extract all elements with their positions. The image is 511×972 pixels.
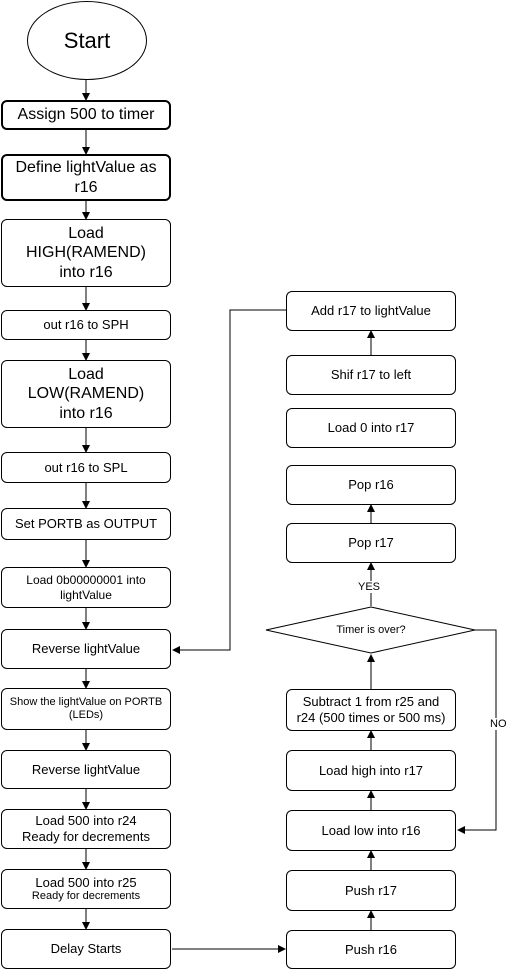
assign-timer-box: Assign 500 to timer — [1, 100, 171, 130]
load-r25-line1: Load 500 into r25 — [35, 874, 137, 890]
subtract-line2: r24 (500 times or 500 ms) — [296, 710, 446, 725]
load-low-r16-box: Load low into r16 — [286, 810, 456, 851]
load-binary-line2: lightValue — [60, 587, 112, 602]
pop-r16-box: Pop r16 — [286, 465, 456, 505]
assign-timer-label: Assign 500 to timer — [17, 106, 155, 124]
load-r24-line2: Ready for decrements — [22, 829, 150, 844]
load-r24-box: Load 500 into r24 Ready for decrements — [1, 809, 171, 849]
shift-r17-box: Shif r17 to left — [286, 355, 456, 395]
load-zero-box: Load 0 into r17 — [286, 408, 456, 448]
arrow-add-to-reverse — [172, 309, 286, 654]
load-r25-line2: Ready for decrements — [31, 890, 141, 903]
out-spl-box: out r16 to SPL — [1, 452, 171, 483]
define-lightvalue-line2: r16 — [74, 178, 98, 196]
show-lightvalue-box: Show the lightValue on PORTB (LEDs) — [1, 688, 171, 730]
shift-r17-label: Shif r17 to left — [330, 367, 412, 383]
define-lightvalue-line1: Define lightValue as — [15, 159, 157, 177]
push-r16-box: Push r16 — [286, 930, 456, 969]
reverse-lightvalue-label-2: Reverse lightValue — [31, 761, 141, 777]
load-zero-label: Load 0 into r17 — [327, 420, 415, 436]
delay-starts-box: Delay Starts — [1, 929, 171, 969]
out-spl-label: out r16 to SPL — [44, 459, 128, 475]
subtract-line1: Subtract 1 from r25 and — [302, 694, 440, 710]
subtract-box: Subtract 1 from r25 and r24 (500 times o… — [286, 689, 456, 731]
pop-r17-box: Pop r17 — [286, 523, 456, 563]
load-binary-box: Load 0b00000001 into lightValue — [1, 567, 171, 608]
load-high-r17-label: Load high into r17 — [318, 762, 424, 778]
decision-diamond — [265, 606, 476, 654]
load-high-r17-box: Load high into r17 — [286, 750, 456, 791]
yes-label: YES — [356, 581, 383, 594]
push-r17-label: Push r17 — [344, 882, 398, 898]
set-portb-box: Set PORTB as OUTPUT — [1, 508, 171, 540]
show-lightvalue-line2: (LEDs) — [68, 709, 104, 721]
load-low-line3: into r16 — [59, 404, 113, 422]
load-low-line2: LOW(RAMEND) — [27, 385, 145, 403]
load-low-line1: Load — [68, 366, 104, 384]
load-high-ramend-box: Load HIGH(RAMEND) into r16 — [1, 219, 171, 287]
set-portb-label: Set PORTB as OUTPUT — [14, 516, 158, 532]
add-r17-box: Add r17 to lightValue — [286, 291, 456, 331]
load-r24-line1: Load 500 into r24 — [35, 813, 137, 829]
load-low-r16-label: Load low into r16 — [321, 822, 421, 838]
no-label: NO — [488, 718, 509, 731]
pop-r17-label: Pop r17 — [348, 535, 394, 551]
reverse-lightvalue-box-2: Reverse lightValue — [1, 750, 171, 789]
pop-r16-label: Pop r16 — [348, 477, 394, 493]
out-sph-box: out r16 to SPH — [1, 310, 171, 340]
add-r17-label: Add r17 to lightValue — [311, 303, 431, 319]
load-low-ramend-box: Load LOW(RAMEND) into r16 — [1, 360, 171, 428]
load-high-line2: HIGH(RAMEND) — [26, 244, 146, 262]
define-lightvalue-box: Define lightValue as r16 — [1, 154, 171, 201]
reverse-lightvalue-box-1: Reverse lightValue — [1, 629, 171, 669]
reverse-lightvalue-label-1: Reverse lightValue — [31, 641, 141, 657]
start-node: Start — [27, 1, 147, 80]
load-high-line1: Load — [68, 225, 104, 243]
load-binary-line1: Load 0b00000001 into — [26, 573, 146, 588]
show-lightvalue-line1: Show the lightValue on PORTB — [9, 695, 163, 708]
delay-starts-label: Delay Starts — [50, 941, 122, 957]
start-label: Start — [63, 27, 111, 53]
push-r16-label: Push r16 — [344, 941, 398, 957]
push-r17-box: Push r17 — [286, 870, 456, 911]
timer-over-label: Timer is over? — [336, 624, 406, 636]
out-sph-label: out r16 to SPH — [43, 317, 129, 333]
load-high-line3: into r16 — [59, 263, 113, 281]
load-r25-box: Load 500 into r25 Ready for decrements — [1, 869, 171, 909]
